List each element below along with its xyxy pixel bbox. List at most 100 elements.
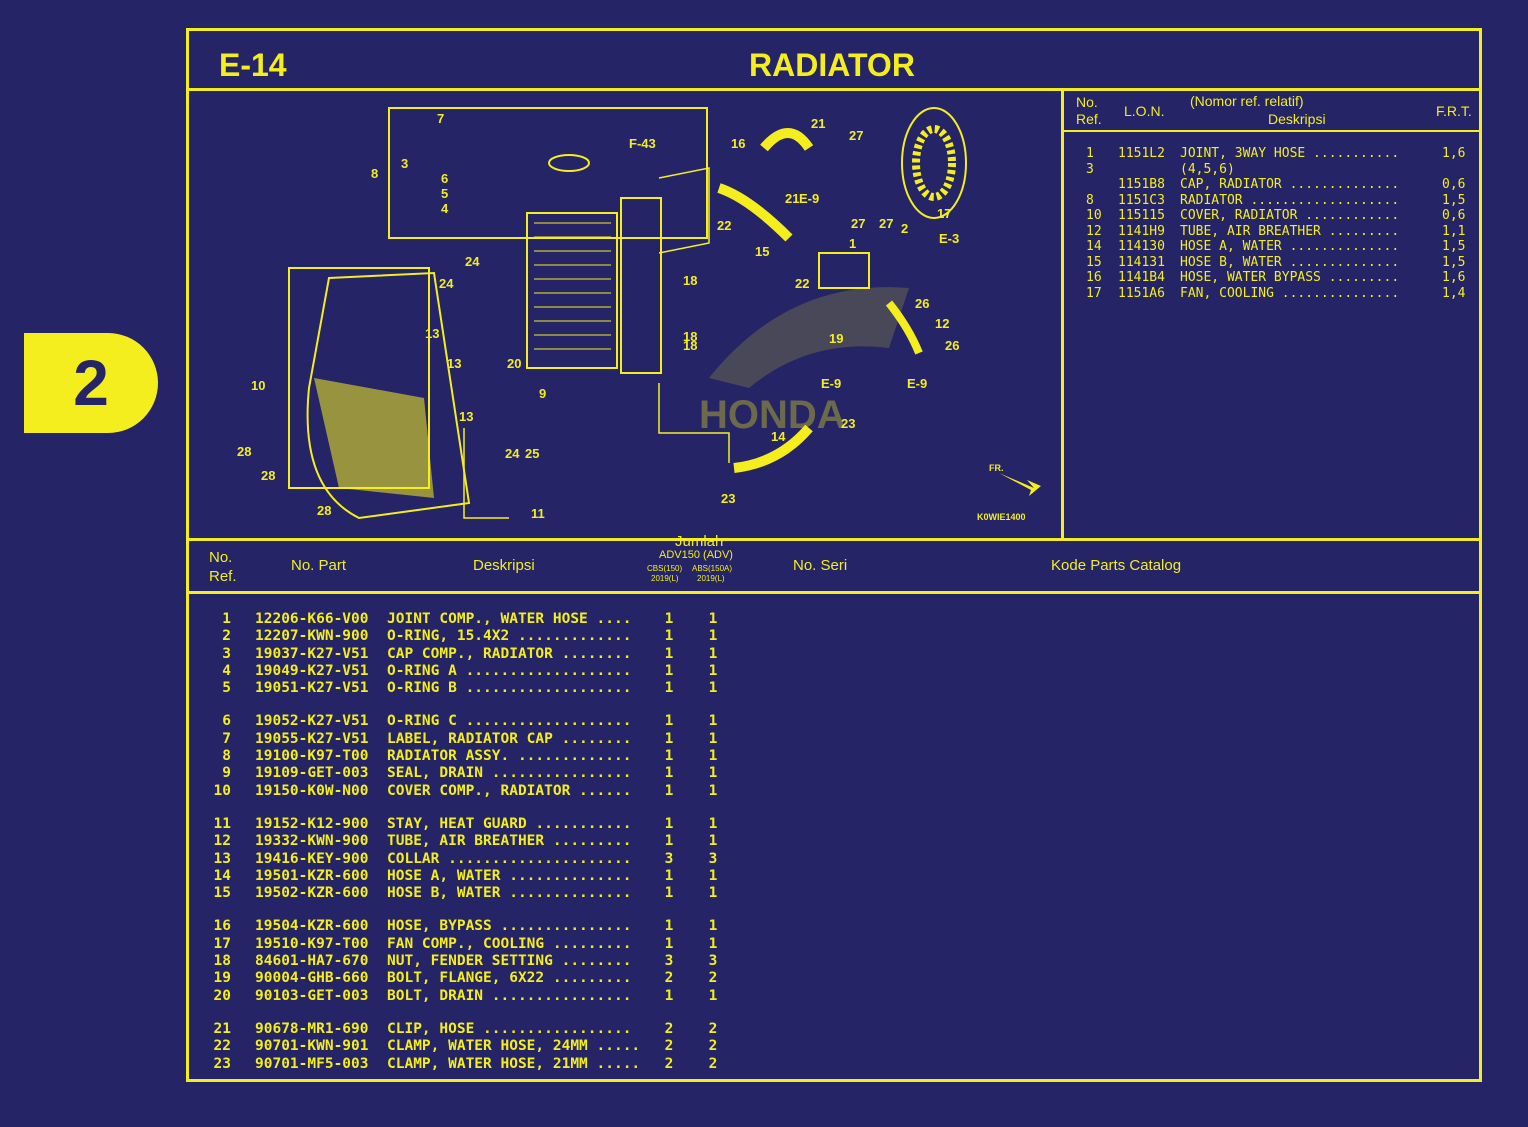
diagram-callout: 13	[459, 409, 473, 424]
ref-row-desc: HOSE A, WATER ..............	[1180, 239, 1400, 254]
col-desc: Deskripsi	[473, 557, 535, 574]
diagram-callout: K0WIE1400	[977, 512, 1026, 522]
cell-q1: 1	[664, 987, 674, 1004]
diagram-callout: 23	[721, 491, 735, 506]
ref-row-no: 15	[1086, 254, 1102, 270]
diagram-callout: E-3	[939, 231, 959, 246]
cooling-fan	[901, 107, 967, 219]
ref-head-lon: L.O.N.	[1124, 103, 1165, 119]
cell-q2: 2	[708, 970, 718, 987]
cell-desc: O-RING B ...................	[387, 680, 632, 697]
diagram-callout: 14	[771, 429, 786, 444]
air-breather-tube	[885, 300, 923, 355]
cell-q2: 1	[708, 987, 718, 1004]
col-seri: No. Seri	[793, 557, 848, 574]
cell-q1: 1	[664, 645, 674, 662]
cell-ref: 8	[222, 748, 231, 765]
section-code: E-14	[219, 47, 287, 83]
cell-desc: CLAMP, WATER HOSE, 24MM .....	[387, 1038, 641, 1055]
cell-ref: 22	[213, 1038, 231, 1055]
cell-q2: 2	[708, 1055, 718, 1072]
cell-part: 19055-K27-V51	[255, 730, 369, 747]
cell-ref: 1	[222, 611, 231, 627]
diagram-callout: 25	[525, 446, 539, 461]
cell-q2: 1	[708, 815, 718, 832]
ref-head-no: No.	[1076, 94, 1098, 110]
cell-ref: 6	[222, 713, 231, 730]
col-cbs: CBS(150)	[647, 564, 683, 573]
cover-grille	[314, 378, 434, 498]
ref-row-desc: (4,5,6)	[1180, 161, 1235, 177]
cell-desc: BOLT, DRAIN ................	[387, 987, 632, 1004]
cell-ref: 11	[213, 815, 231, 832]
ref-row-lon: 1151C3	[1118, 192, 1165, 208]
cell-part: 19152-K12-900	[255, 815, 369, 832]
cell-q1: 1	[664, 918, 674, 935]
diagram-callout: 4	[441, 201, 449, 216]
hose-b	[717, 183, 793, 242]
cell-ref: 21	[213, 1020, 231, 1037]
diagram-callout: 18	[683, 338, 697, 353]
ref-row-lon: 1151L2	[1118, 146, 1165, 161]
cell-q1: 1	[664, 782, 674, 799]
ref-row-frt: 1,6	[1442, 146, 1466, 161]
cell-q2: 1	[708, 885, 718, 902]
cell-part: 12207-KWN-900	[255, 628, 369, 645]
diagram-callout: 28	[261, 468, 275, 483]
leader-line	[658, 383, 730, 463]
diagram-callout: 13	[447, 356, 461, 371]
cell-q2: 1	[708, 628, 718, 645]
cell-ref: 13	[213, 850, 231, 867]
cell-q1: 1	[664, 815, 674, 832]
cell-ref: 17	[213, 935, 231, 952]
ref-head-ref: Ref.	[1076, 111, 1102, 127]
cell-q2: 1	[708, 662, 718, 679]
cell-q2: 1	[708, 782, 718, 799]
ref-row-frt: 1,4	[1442, 285, 1466, 301]
cell-ref: 23	[213, 1055, 231, 1072]
cell-desc: JOINT COMP., WATER HOSE ....	[387, 611, 632, 627]
diagram-callout: 5	[441, 186, 448, 201]
ref-row-desc: HOSE B, WATER ..............	[1180, 254, 1400, 270]
ref-row-lon: 114131	[1118, 254, 1165, 270]
cell-desc: HOSE A, WATER ..............	[387, 867, 632, 884]
ref-row-desc: HOSE, WATER BYPASS .........	[1180, 270, 1400, 285]
ref-row-desc: COVER, RADIATOR ............	[1180, 208, 1400, 223]
col-no: No.	[209, 549, 233, 566]
diagram-callout: F-43	[629, 136, 656, 151]
cell-q2: 1	[708, 833, 718, 850]
leader-line	[463, 428, 509, 519]
ref-row-lon: 1151A6	[1118, 285, 1165, 301]
diagram-callout: E-9	[821, 376, 841, 391]
diagram-callout: 23	[841, 416, 855, 431]
ref-row-no: 14	[1086, 239, 1102, 254]
ref-row-no: 10	[1086, 208, 1102, 223]
leader-line	[658, 167, 710, 254]
cell-q2: 1	[708, 713, 718, 730]
ref-row-lon: 1151B8	[1118, 177, 1165, 192]
radiator-cover	[306, 271, 471, 520]
cell-q1: 3	[664, 953, 674, 970]
cell-part: 90701-KWN-901	[255, 1038, 369, 1055]
cap-group-box	[388, 107, 708, 239]
cell-desc: O-RING, 15.4X2 .............	[387, 628, 632, 645]
